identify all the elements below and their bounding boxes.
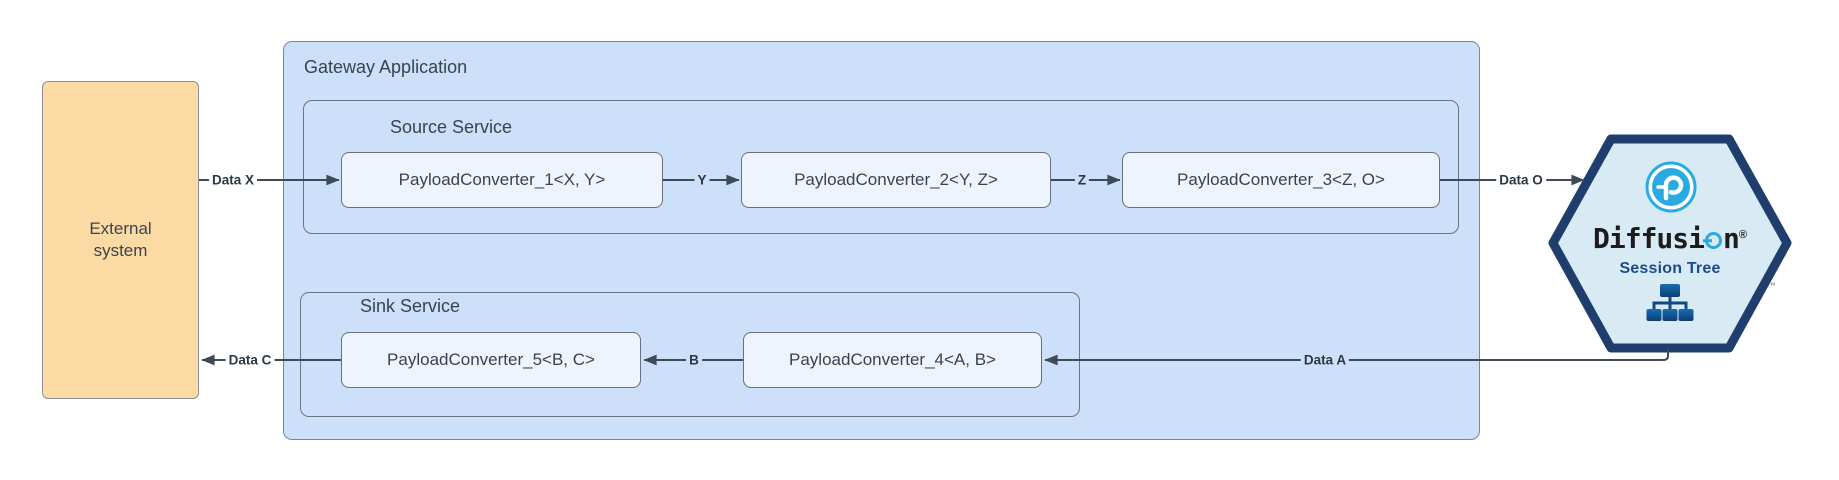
flow-label-y: Y (694, 172, 710, 188)
gateway-application-title: Gateway Application (304, 57, 468, 77)
session-tree-icon (1646, 284, 1694, 321)
payload-converter-3-node: PayloadConverter_3<Z, O> (1122, 152, 1440, 208)
sink-service-title: Sink Service (360, 296, 461, 316)
flow-label-data-a: Data A (1300, 352, 1350, 368)
flow-label-data-o: Data O (1496, 172, 1546, 188)
flow-label-b: B (686, 352, 702, 368)
diffusion-logo-icon (1645, 161, 1697, 213)
flow-label-data-x: Data X (208, 172, 258, 188)
diffusion-wordmark-pre: Diffusi (1593, 222, 1705, 255)
external-system-node: External system (42, 81, 199, 399)
registered-trademark: ® (1738, 229, 1747, 241)
flow-label-z: Z (1074, 172, 1090, 188)
session-tree-label: Session Tree (1619, 260, 1721, 277)
diffusion-o-icon (1705, 232, 1723, 249)
diffusion-wordmark-post: n (1723, 222, 1740, 255)
payload-converter-1-node: PayloadConverter_1<X, Y> (341, 152, 663, 208)
payload-converter-4-node: PayloadConverter_4<A, B> (743, 332, 1042, 388)
payload-converter-2-node: PayloadConverter_2<Y, Z> (741, 152, 1051, 208)
source-service-title: Source Service (390, 117, 513, 137)
stray-quote-mark: " (1770, 280, 1776, 294)
diffusion-wordmark: Diffusi n® (1578, 225, 1762, 253)
payload-converter-5-node: PayloadConverter_5<B, C> (341, 332, 641, 388)
flow-label-data-c: Data C (225, 352, 275, 368)
